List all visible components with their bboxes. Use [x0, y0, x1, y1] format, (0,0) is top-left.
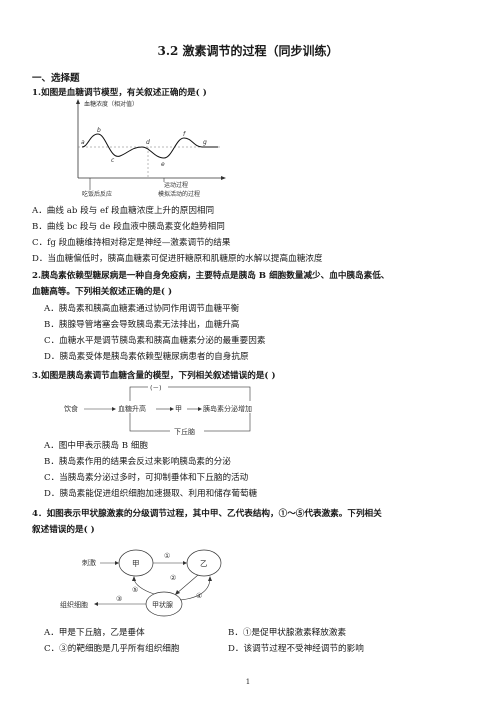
q1-ylabel: 血糖浓度（相对值） — [84, 100, 138, 108]
q3-option-c: C．当胰岛素分泌过多时，可抑制垂体和下丘脑的活动 — [44, 473, 249, 483]
q1-point-e: e — [161, 161, 165, 168]
section-heading: 一、选择题 — [32, 73, 80, 84]
q3-node-diet: 饮食 — [64, 404, 78, 413]
q2-stem-line-2: 血糖高等。下列相关叙述正确的是( ) — [32, 287, 173, 297]
q3-node-hypothalamus: 下丘脑 — [174, 427, 195, 436]
q3-node-jia: 甲 — [175, 405, 182, 413]
q2-option-a: A．胰岛素和胰高血糖素通过协同作用调节血糖平衡 — [44, 304, 240, 314]
q4-hormone-5: ⑤ — [132, 586, 138, 594]
q3-negative-label: (－) — [150, 384, 162, 392]
q3-option-a: A．图中甲表示胰岛 B 细胞 — [44, 441, 148, 451]
q1-point-b: b — [97, 127, 101, 134]
q3-node-glucose-up: 血糖升高 — [118, 404, 146, 413]
q1-option-c: C．fg 段血糖维持相对稳定是神经—激素调节的结果 — [32, 238, 231, 248]
q4-hormone-3: ③ — [116, 595, 122, 603]
q2-option-b: B．胰腺导管堵塞会导致胰岛素无法排出，血糖升高 — [44, 320, 240, 330]
q1-bottom-left: 吃饭后反应 — [82, 190, 112, 198]
q3-insulin-model-figure: (－) 饮食 血糖升高 甲 胰岛素分泌增加 下丘脑 — [64, 383, 268, 436]
q3-node-insulin: 胰岛素分泌增加 — [203, 404, 252, 413]
q4-hormone-2: ② — [170, 574, 176, 582]
q4-jia-label: 甲 — [132, 559, 140, 568]
q2-option-d: D．胰岛素受体是胰岛素依赖型糖尿病患者的自身抗原 — [44, 352, 249, 362]
q1-point-f: f — [183, 131, 186, 138]
page-number: 1 — [245, 678, 251, 686]
q1-stem: 1.如图是血糖调节模型，有关叙述正确的是( ) — [32, 88, 207, 98]
q1-blood-glucose-figure: 血糖浓度（相对值） a b c d e f g 吃饭后反应 运动过程 模拟活动的… — [76, 99, 226, 198]
q4-thyroid-label: 甲状腺 — [152, 600, 173, 609]
q1-point-c: c — [111, 157, 115, 164]
q4-stimulus: 刺激 — [82, 558, 96, 567]
q1-bottom-right-1: 运动过程 — [164, 181, 188, 189]
q2-option-c: C．血糖水平是调节胰岛素和胰高血糖素分泌的最重要因素 — [44, 336, 266, 346]
q1-point-d: d — [146, 139, 150, 146]
q1-option-a: A．曲线 ab 段与 ef 段血糖浓度上升的原因相同 — [32, 206, 215, 216]
q1-bottom-right-2: 模拟活动的过程 — [158, 190, 200, 198]
q4-hormone-4: ④ — [196, 592, 202, 600]
q4-yi-label: 乙 — [200, 559, 208, 568]
q1-point-a: a — [81, 139, 85, 146]
q1-option-d: D．当血糖偏低时，胰高血糖素可促进肝糖原和肌糖原的水解以提高血糖浓度 — [32, 254, 323, 264]
q3-stem: 3.如图是胰岛素调节血糖含量的模型，下列相关叙述错误的是( ) — [32, 371, 276, 381]
q1-option-b: B．曲线 bc 段与 de 段血液中胰岛素变化趋势相同 — [32, 222, 225, 232]
q4-tissue-cells: 组织细胞 — [60, 600, 88, 609]
q1-point-g: g — [203, 139, 207, 146]
q1-curve — [81, 133, 218, 159]
q4-stem-line-2: 叙述错误的是( ) — [32, 525, 95, 535]
q3-option-d: D．胰岛素能促进组织细胞加速摄取、利用和储存葡萄糖 — [44, 489, 258, 499]
q4-thyroid-regulation-figure: 刺激 甲 乙 甲状腺 ① ② ④ ⑤ 组织细胞 ③ — [60, 549, 222, 617]
page-title: 3.2 激素调节的过程（同步训练） — [157, 44, 339, 58]
q4-stem-line-1: 4．如图表示甲状腺激素的分级调节过程，其中甲、乙代表结构，①～⑤代表激素。下列相… — [32, 509, 382, 519]
q4-hormone-1: ① — [164, 552, 170, 560]
q2-stem-line-1: 2.胰岛素依赖型糖尿病是一种自身免疫病，主要特点是胰岛 B 细胞数量减少、血中胰… — [32, 271, 390, 281]
q4-option-c: C．③的靶细胞是几乎所有组织细胞 — [44, 644, 180, 654]
q4-option-a: A．甲是下丘脑，乙是垂体 — [44, 628, 145, 638]
q4-option-b: B．①是促甲状腺激素释放激素 — [228, 628, 347, 638]
q3-option-b: B．胰岛素作用的结果会反过来影响胰岛素的分泌 — [44, 457, 231, 467]
q4-option-d: D．该调节过程不受神经调节的影响 — [228, 644, 364, 654]
